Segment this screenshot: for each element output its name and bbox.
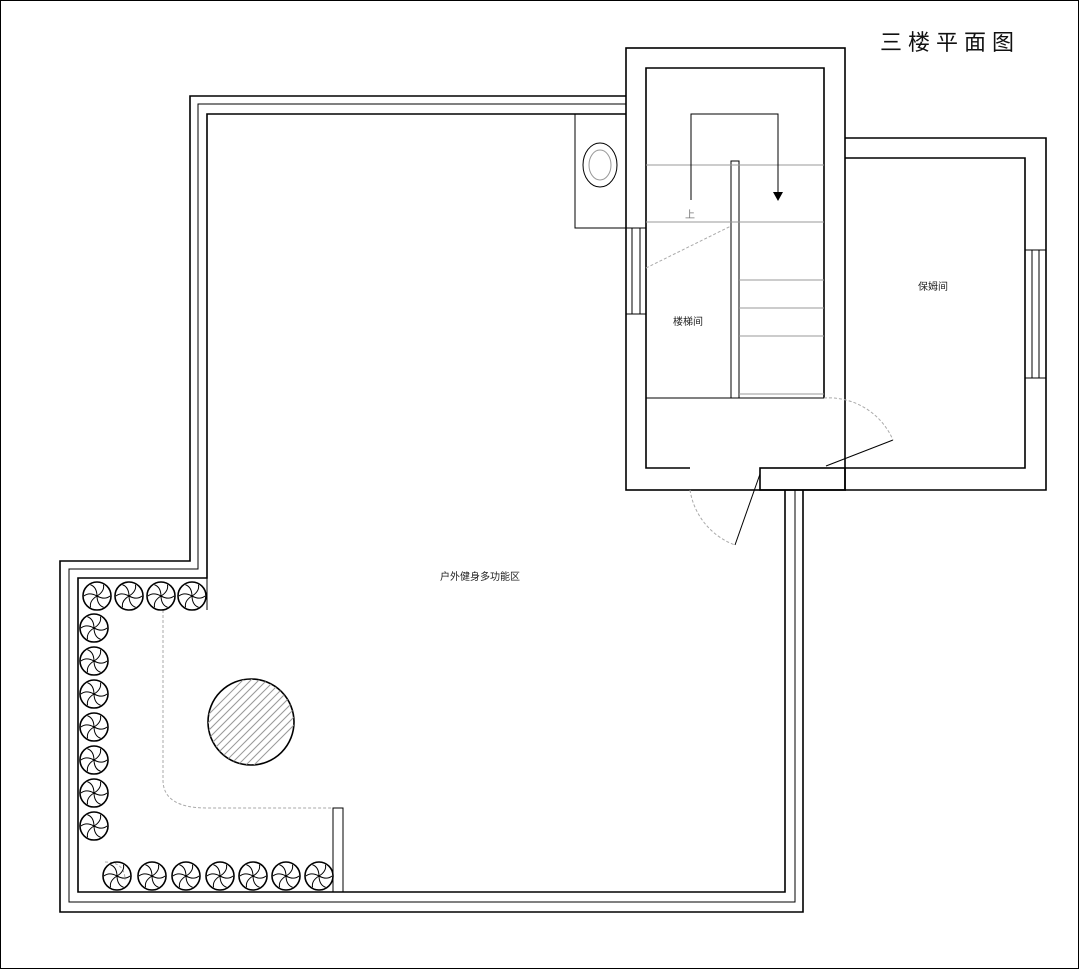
staircase: 上 — [645, 113, 824, 399]
stair-up-label: 上 — [685, 209, 695, 221]
terrace-walls — [59, 95, 804, 913]
maid-room-door — [825, 439, 894, 467]
plant-icon — [171, 861, 201, 891]
stair-window — [625, 227, 647, 315]
plant-icon — [114, 581, 144, 611]
plant-icon — [79, 712, 109, 742]
maid-room-walls — [845, 137, 1047, 491]
plant-icon — [146, 581, 176, 611]
maid-room-window — [1024, 249, 1047, 379]
plant-icon — [271, 861, 301, 891]
room-label-maid-room: 保姆间 — [918, 280, 948, 293]
room-label-outdoor-area: 户外健身多功能区 — [440, 570, 520, 583]
sink-icon — [582, 142, 618, 188]
plant-icon — [79, 811, 109, 841]
doors — [689, 397, 894, 546]
plant-icon — [102, 861, 132, 891]
terrace-door — [734, 473, 761, 546]
plant-group — [79, 581, 334, 891]
plant-icon — [79, 778, 109, 808]
stairwell-walls — [625, 47, 846, 491]
plant-icon — [205, 861, 235, 891]
plant-icon — [238, 861, 268, 891]
plant-icon — [137, 861, 167, 891]
plant-icon — [79, 679, 109, 709]
planter — [104, 578, 344, 893]
stair-direction-arrow — [690, 113, 779, 200]
round-feature — [207, 678, 295, 766]
plant-icon — [79, 745, 109, 775]
sink-counter — [574, 113, 627, 229]
plan-title: 三楼平面图 — [880, 31, 1020, 56]
plant-icon — [177, 581, 207, 611]
room-label-stairwell: 楼梯间 — [673, 315, 703, 328]
plant-icon — [79, 613, 109, 643]
plant-icon — [304, 861, 334, 891]
plant-icon — [82, 581, 112, 611]
plant-icon — [79, 646, 109, 676]
